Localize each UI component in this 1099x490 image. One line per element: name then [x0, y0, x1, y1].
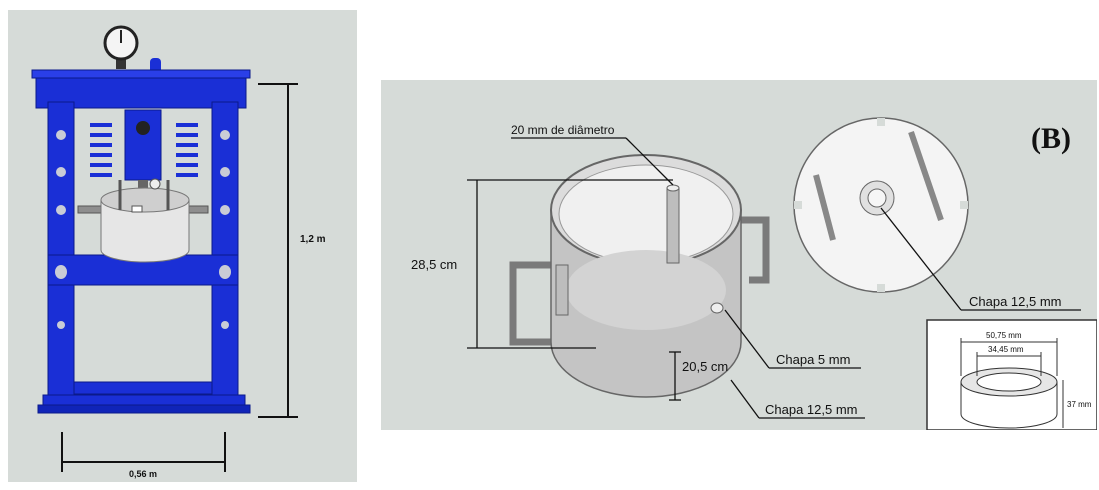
inner-plate-label: Chapa 5 mm [776, 352, 850, 367]
vessel-height-dimension [467, 179, 681, 401]
hydraulic-cylinder [124, 109, 162, 194]
rod-diameter-leader [511, 137, 674, 186]
height-lower-label: 20,5 cm [682, 359, 728, 374]
lid-plate-label: Chapa 12,5 mm [969, 294, 1062, 309]
spring-right [176, 123, 198, 177]
vessel-lid [793, 117, 969, 293]
vessel-on-press [77, 178, 209, 263]
height-total-label: 28,5 cm [411, 257, 457, 272]
press-panel: 1,2 m 0,56 m [8, 10, 357, 482]
rod-diameter-label: 20 mm de diâmetro [511, 123, 615, 137]
lid-plate-leader [880, 207, 1081, 311]
vessel-body [550, 154, 742, 398]
ring-height-label: 37 mm [1067, 400, 1092, 409]
pressure-gauge-icon [103, 25, 139, 69]
height-dimension [258, 83, 298, 418]
inner-plate-leader [724, 309, 861, 369]
inner-diameter-label: 34,45 mm [988, 345, 1024, 354]
vessel-panel: (B) 28,5 cm 20,5 cm [381, 80, 1098, 431]
column-holes [55, 130, 231, 329]
width-dimension [61, 432, 226, 472]
ring-inset [926, 319, 1098, 431]
width-label: 0,56 m [129, 469, 157, 479]
outer-diameter-label: 50,75 mm [986, 331, 1022, 340]
vessel-handles [509, 216, 770, 346]
panel-tag: (B) [1031, 122, 1071, 155]
height-label: 1,2 m [300, 234, 326, 245]
spring-left [90, 123, 112, 177]
wall-plate-leader [730, 379, 865, 419]
vessel-drawing: (B) 28,5 cm 20,5 cm [411, 117, 1098, 431]
press-drawing: 1,2 m 0,56 m [31, 25, 326, 479]
wall-plate-label: Chapa 12,5 mm [765, 402, 858, 417]
